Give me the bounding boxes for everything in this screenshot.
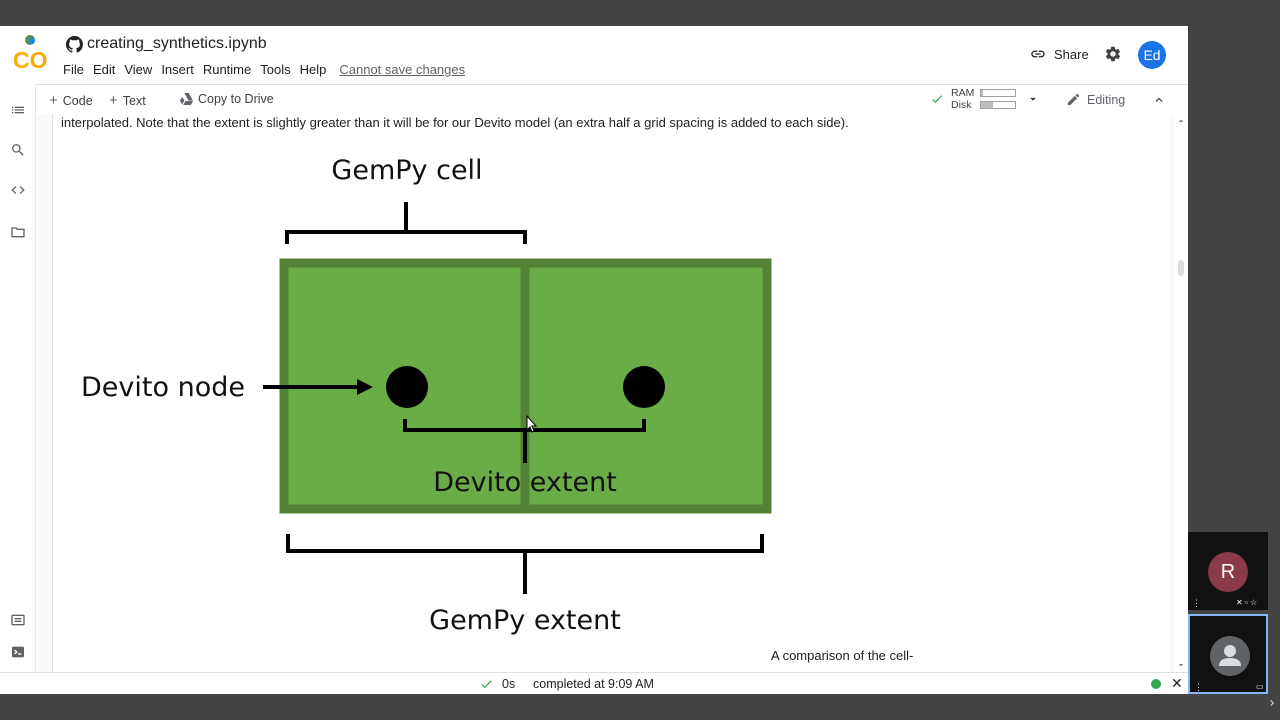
ram-bar xyxy=(980,89,1017,97)
connection-status-dot xyxy=(1151,679,1161,689)
scroll-down-icon[interactable] xyxy=(1174,660,1188,670)
left-rail xyxy=(0,84,36,694)
add-text-button[interactable]: + Text xyxy=(109,92,146,109)
present-icon: ▭ xyxy=(1256,682,1264,691)
figure-caption: A comparison of the cell- xyxy=(771,648,914,663)
close-status-icon[interactable]: ✕ xyxy=(1171,675,1183,691)
disk-bar xyxy=(980,101,1017,109)
devito-node-left xyxy=(386,366,428,408)
node-arrow-head xyxy=(357,379,373,395)
notebook-area: interpolated. Note that the extent is sl… xyxy=(36,114,1188,672)
save-notice-link[interactable]: Cannot save changes xyxy=(339,62,466,77)
check-icon xyxy=(481,680,492,689)
ram-bar-fill xyxy=(981,90,984,96)
add-text-label: Text xyxy=(122,93,146,108)
link-icon xyxy=(1031,50,1045,58)
github-icon[interactable] xyxy=(66,35,83,53)
add-code-label: Code xyxy=(62,93,93,108)
disk-label: Disk xyxy=(951,99,972,111)
menu-file[interactable]: File xyxy=(63,62,84,77)
gempy-cell-label: GemPy cell xyxy=(331,155,482,186)
drive-icon xyxy=(180,93,193,105)
menu-insert[interactable]: Insert xyxy=(161,62,194,77)
share-button[interactable]: Share xyxy=(1030,46,1089,62)
meet-self-tile[interactable]: ⋮ ▭ xyxy=(1188,614,1268,694)
self-avatar xyxy=(1210,636,1250,676)
chevron-right-icon[interactable] xyxy=(1266,697,1278,709)
gempy-cell-brace xyxy=(285,202,527,244)
menu-tools[interactable]: Tools xyxy=(260,62,291,77)
devito-extent-label: Devito extent xyxy=(433,467,617,498)
command-palette-icon[interactable] xyxy=(10,612,26,628)
title-row: creating_synthetics.ipynb xyxy=(66,35,267,53)
plus-icon: + xyxy=(49,92,58,109)
pencil-icon xyxy=(1067,93,1080,106)
notebook-title[interactable]: creating_synthetics.ipynb xyxy=(87,35,267,52)
colab-logo[interactable]: CO xyxy=(12,34,52,74)
devito-extent-brace xyxy=(403,419,646,463)
more-options-icon[interactable]: ⋮ xyxy=(1192,598,1201,608)
mouse-cursor-icon xyxy=(526,414,538,433)
menu-edit[interactable]: Edit xyxy=(92,62,116,77)
share-label: Share xyxy=(1054,46,1089,62)
ram-label: RAM xyxy=(951,87,975,99)
toolbar: + Code + Text Copy to Drive RAM Disk xyxy=(36,84,1188,114)
gempy-extent-brace xyxy=(286,534,764,594)
menu-view[interactable]: View xyxy=(124,62,153,77)
logo-text: CO xyxy=(13,47,48,73)
text-cell[interactable]: interpolated. Note that the extent is sl… xyxy=(52,114,1170,672)
gempy-extent-label: GemPy extent xyxy=(429,605,621,636)
colab-window: CO creating_synthetics.ipynb File Edit V… xyxy=(0,26,1188,694)
header: CO creating_synthetics.ipynb File Edit V… xyxy=(0,26,1188,84)
add-code-button[interactable]: + Code xyxy=(49,92,93,109)
scrollbar-thumb[interactable] xyxy=(1178,260,1184,276)
terminal-icon[interactable] xyxy=(10,644,26,660)
gear-icon[interactable] xyxy=(1104,45,1122,63)
person-icon xyxy=(1219,645,1241,666)
cell-paragraph: interpolated. Note that the extent is sl… xyxy=(61,115,849,130)
completion-time: completed at 9:09 AM xyxy=(533,677,654,691)
menu-help[interactable]: Help xyxy=(299,62,327,77)
more-options-icon[interactable]: ⋮ xyxy=(1194,682,1203,692)
account-avatar[interactable]: Ed xyxy=(1138,41,1166,69)
editing-label: Editing xyxy=(1087,92,1126,107)
copy-to-drive-label: Copy to Drive xyxy=(198,92,274,106)
participant-avatar: R xyxy=(1208,552,1248,592)
mic-muted-icon: ✕ ▫ ☆ xyxy=(1236,598,1258,607)
resource-bars xyxy=(980,89,1017,109)
menu-bar: File Edit View Insert Runtime Tools Help… xyxy=(63,62,474,77)
grid-diagram: GemPy cell Devito node Devito extent Gem… xyxy=(81,155,772,636)
scroll-up-icon[interactable] xyxy=(1174,116,1188,126)
menu-runtime[interactable]: Runtime xyxy=(202,62,252,77)
dropdown-arrow-icon[interactable] xyxy=(1026,92,1040,106)
chevron-up-icon[interactable] xyxy=(1152,93,1166,107)
meet-participant-tile[interactable]: R ⋮ ✕ ▫ ☆ xyxy=(1188,532,1268,610)
search-icon[interactable] xyxy=(10,142,26,158)
status-bar: 0s completed at 9:09 AM ✕ xyxy=(0,672,1188,694)
code-snippets-icon[interactable] xyxy=(10,182,26,198)
disk-bar-fill xyxy=(981,102,994,108)
notebook-scrollbar[interactable] xyxy=(1174,114,1188,672)
resource-labels: RAM Disk xyxy=(951,87,974,111)
resource-monitor[interactable]: RAM Disk xyxy=(929,87,1040,111)
editing-mode-button[interactable]: Editing xyxy=(1066,92,1125,107)
devito-node-label: Devito node xyxy=(81,372,245,403)
devito-node-right xyxy=(623,366,665,408)
table-of-contents-icon[interactable] xyxy=(10,102,26,118)
execution-duration: 0s xyxy=(502,677,516,691)
copy-to-drive-button[interactable]: Copy to Drive xyxy=(180,92,274,106)
folder-icon[interactable] xyxy=(10,224,26,240)
plus-icon: + xyxy=(109,92,118,109)
check-icon xyxy=(931,95,943,104)
